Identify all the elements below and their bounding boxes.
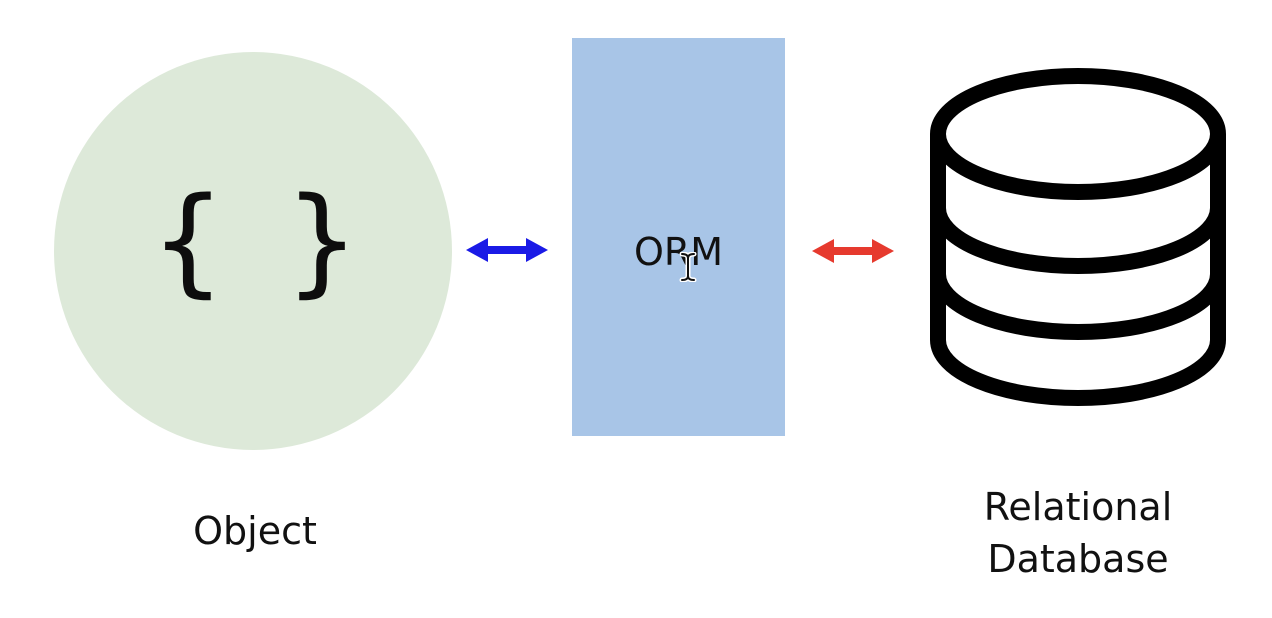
curly-braces-icon: { } <box>152 171 357 309</box>
orm-box <box>572 38 785 436</box>
database-label-line1: Relational <box>983 485 1173 529</box>
object-label: Object <box>193 509 317 553</box>
double-arrow-icon <box>812 239 894 263</box>
orm-label: ORM <box>633 230 724 274</box>
text-cursor-icon <box>679 252 697 282</box>
object-circle <box>54 52 452 450</box>
double-arrow-icon <box>466 238 548 262</box>
database-label-line2: Database <box>987 537 1169 581</box>
database-label: Relational Database <box>928 481 1228 585</box>
database-icon <box>930 68 1226 406</box>
